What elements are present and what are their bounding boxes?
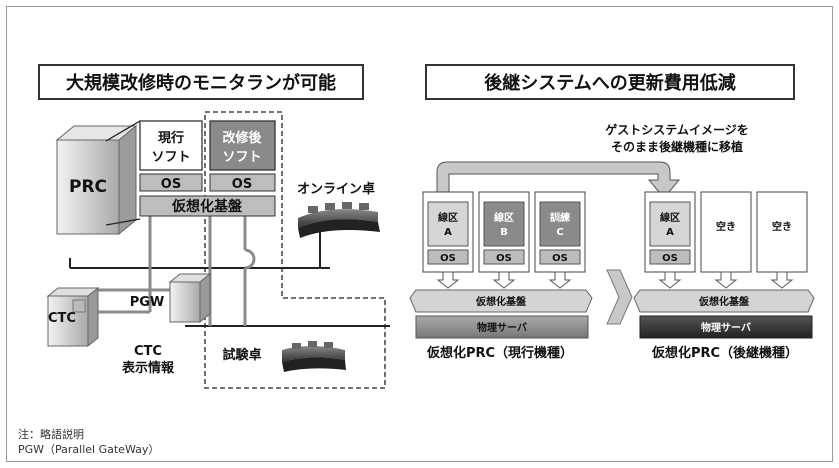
modified-os-box xyxy=(209,173,276,192)
test-desk-icon xyxy=(282,341,346,372)
migration-label-1: ゲストシステムイメージを xyxy=(605,122,748,137)
current-os-1: OS xyxy=(440,253,456,264)
current-vm-1-line2: A xyxy=(444,227,452,238)
ctc-info-label-2: 表示情報 xyxy=(121,360,175,376)
modified-system-dashed-box xyxy=(204,111,386,389)
current-caption: 仮想化PRC（現行機種） xyxy=(426,345,573,361)
current-vm-2-line2: B xyxy=(500,227,508,238)
successor-vm-box-a xyxy=(649,201,691,247)
successor-os-1: OS xyxy=(662,253,678,264)
current-software-label-1: 現行 xyxy=(158,130,184,146)
online-desk-icon xyxy=(298,202,380,238)
migration-arrow xyxy=(436,161,681,199)
successor-vm-1-line2: A xyxy=(666,227,674,238)
modified-os-label: OS xyxy=(232,177,252,192)
note-line-2: PGW（Parallel GateWay） xyxy=(18,443,160,456)
successor-caption: 仮想化PRC（後継機種） xyxy=(651,345,798,361)
vm-box-c xyxy=(539,201,581,247)
modified-software-box xyxy=(209,120,276,171)
current-software-box xyxy=(139,120,203,171)
prc-server-icon xyxy=(55,124,138,236)
current-software-label-2: ソフト xyxy=(151,150,190,165)
current-vm-1-line1: 線区 xyxy=(438,211,458,224)
virtual-base-box xyxy=(139,195,276,217)
modified-software-label-1: 改修後 xyxy=(222,130,262,146)
current-vm-3-line2: C xyxy=(556,227,563,238)
current-vm-3-line1: 訓練 xyxy=(550,211,570,224)
test-desk-label: 試験卓 xyxy=(222,347,261,363)
successor-vm-3-line1: 空き xyxy=(772,220,792,233)
ctc-info-label-1: CTC xyxy=(134,344,162,359)
prc-label: PRC xyxy=(69,177,107,197)
vm-box-a xyxy=(427,201,469,247)
ctc-unit-icon xyxy=(46,286,100,348)
current-os-box xyxy=(139,173,203,192)
current-vm-2-line1: 線区 xyxy=(494,211,514,224)
current-virtual-base-label: 仮想化基盤 xyxy=(475,295,527,308)
transition-arrow xyxy=(606,269,633,325)
left-panel-title: 大規模改修時のモニタランが可能 xyxy=(38,64,364,100)
successor-machine: 線区 A OS 空き 空き 仮想化基盤 物理サーバ xyxy=(633,191,815,339)
current-os-label: OS xyxy=(161,177,181,192)
successor-vm-2-line1: 空き xyxy=(716,220,736,233)
pgw-unit-icon xyxy=(168,272,212,324)
pgw-label: PGW xyxy=(130,295,165,310)
current-os-3: OS xyxy=(552,253,568,264)
successor-physical-server-label: 物理サーバ xyxy=(701,321,751,334)
modified-software-label-2: ソフト xyxy=(222,150,261,165)
migration-label-2: そのまま後継機種に移植 xyxy=(611,139,743,154)
figure-frame xyxy=(6,6,833,462)
current-machine: 線区 A 線区 B 訓練 C OS OS OS 仮想化基盤 物理サーバ xyxy=(409,191,593,339)
virtual-base-label: 仮想化基盤 xyxy=(171,198,243,215)
online-desk-label: オンライン卓 xyxy=(297,181,375,197)
ctc-label: CTC xyxy=(48,311,76,326)
right-panel-title: 後継システムへの更新費用低減 xyxy=(425,64,795,100)
successor-virtual-base-label: 仮想化基盤 xyxy=(698,295,750,308)
current-os-2: OS xyxy=(496,253,512,264)
current-physical-server-label: 物理サーバ xyxy=(477,321,527,334)
successor-vm-1-line1: 線区 xyxy=(660,211,680,224)
vm-box-b xyxy=(483,201,525,247)
note-line-1: 注：略語説明 xyxy=(18,428,84,441)
